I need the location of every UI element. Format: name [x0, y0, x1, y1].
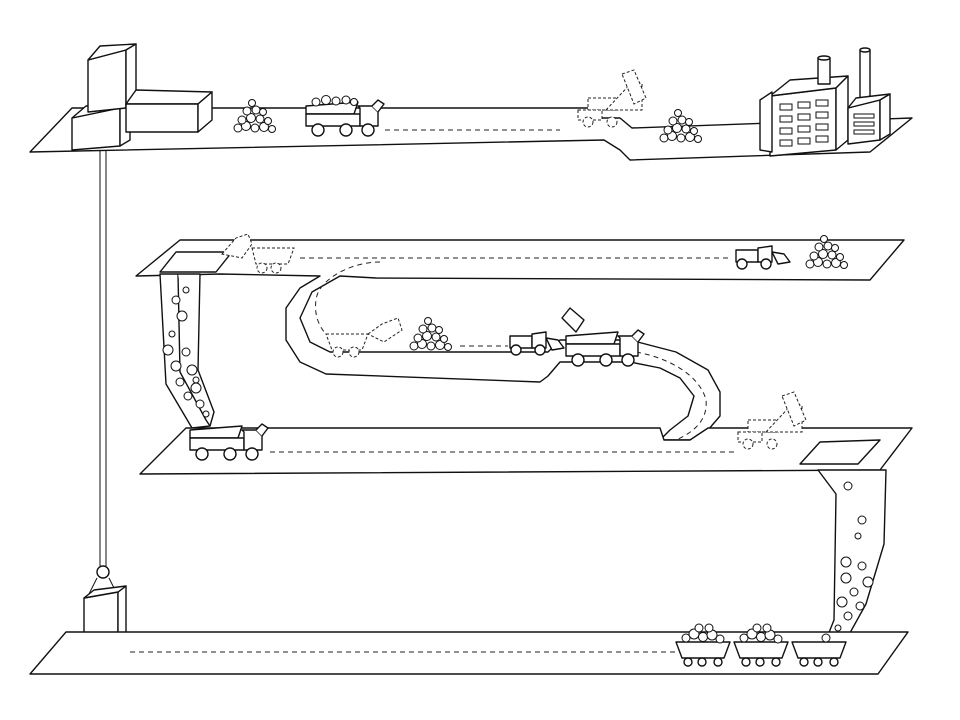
ghost-loader [325, 317, 403, 358]
processing-plant [759, 47, 891, 157]
haul-truck [189, 423, 269, 461]
ore-bucket [561, 307, 585, 333]
headframe [71, 43, 213, 151]
ghost-dump-truck [577, 69, 647, 128]
haul-truck [305, 95, 385, 137]
rail-car [733, 623, 789, 667]
ore-pass [159, 273, 215, 429]
rail-car [791, 633, 847, 667]
rail-car [675, 623, 731, 667]
middle-haulage-level [139, 427, 913, 475]
haul-truck [565, 329, 645, 367]
ore-pile [409, 317, 452, 351]
ghost-loader [221, 233, 295, 274]
ore-pass [817, 469, 887, 641]
hoist-cable [87, 150, 119, 597]
